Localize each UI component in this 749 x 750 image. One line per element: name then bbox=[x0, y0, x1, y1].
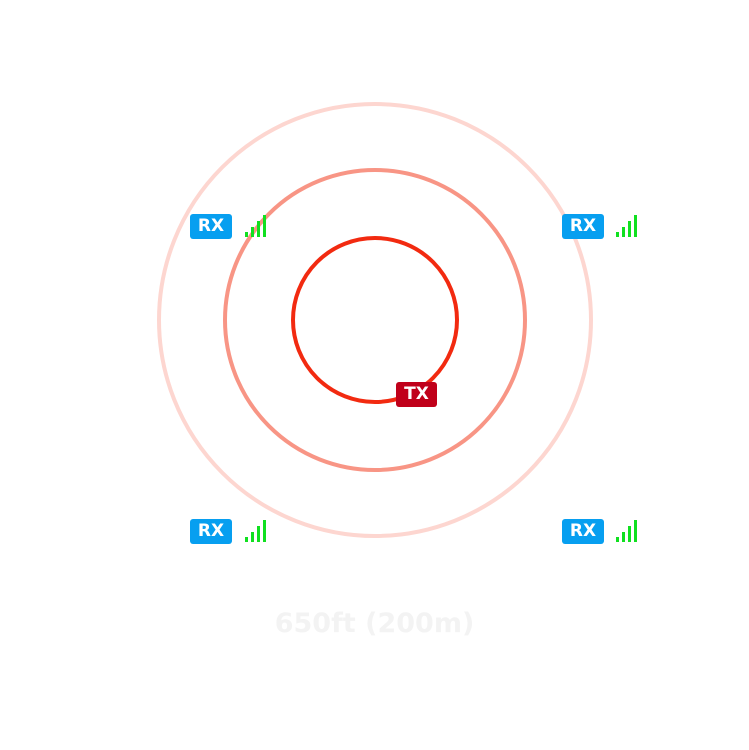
outer-ring bbox=[157, 102, 593, 538]
signal-icon bbox=[616, 520, 638, 542]
rx-badge-bottom-right: RX bbox=[562, 519, 604, 544]
signal-icon bbox=[245, 520, 267, 542]
inner-ring bbox=[291, 236, 459, 404]
range-label: 650ft (200m) bbox=[274, 608, 475, 639]
rx-badge-top-right: RX bbox=[562, 214, 604, 239]
rx-badge-top-left: RX bbox=[190, 214, 232, 239]
tx-badge: TX bbox=[396, 382, 437, 407]
signal-icon bbox=[245, 215, 267, 237]
middle-ring bbox=[223, 168, 527, 472]
rx-badge-bottom-left: RX bbox=[190, 519, 232, 544]
signal-icon bbox=[616, 215, 638, 237]
